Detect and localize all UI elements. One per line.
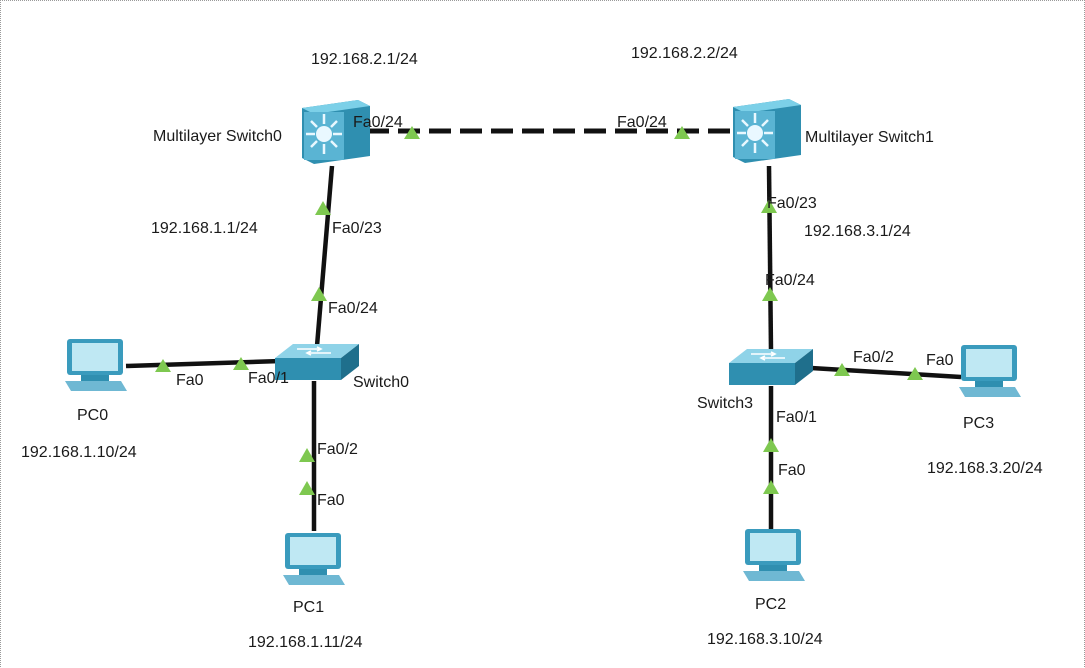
link-mls1-sw3[interactable] [766,165,774,352]
pc1-ip-label: 192.168.1.11/24 [248,634,363,651]
pc-icon [959,345,1021,397]
pc3-name-label: PC3 [963,415,995,432]
port-label-pc0-fa0: Fa0 [176,372,204,389]
port-indicator-sw3-fa02 [834,363,850,376]
port-indicator-pc1-fa0 [299,481,315,495]
mls0-name-label: Multilayer Switch0 [153,128,282,145]
pc-icon [65,339,127,391]
pc-icon [743,529,805,581]
link-sw0-pc0[interactable] [125,358,282,369]
multilayer-switch-icon [302,100,370,164]
mls1-ip-label: 192.168.2.2/24 [631,45,738,62]
pc2-ip-label: 192.168.3.10/24 [707,631,823,648]
pc2-device[interactable] [741,527,807,585]
pc0-device[interactable] [63,337,129,395]
port-indicator-mls0-fa023 [315,201,331,215]
port-indicator-sw3-fa01 [763,438,779,452]
pc2-name-label: PC2 [755,596,787,613]
pc1-name-label: PC1 [293,599,325,616]
link-mls0-sw0[interactable] [314,165,335,347]
mls1-name-label: Multilayer Switch1 [805,129,934,146]
port-label-pc3-fa0: Fa0 [926,352,954,369]
port-label-mls1-fa024: Fa0/24 [617,114,667,131]
port-label-sw0-fa02: Fa0/2 [317,441,358,458]
port-label-sw0-fa024: Fa0/24 [328,300,378,317]
pc0-ip-label: 192.168.1.10/24 [21,444,137,461]
port-label-pc1-fa0: Fa0 [317,492,345,509]
right-subnet-label: 192.168.3.1/24 [804,223,911,240]
pc3-ip-label: 192.168.3.20/24 [927,460,1043,477]
multilayer-switch0-device[interactable] [300,98,372,166]
pc-icon [283,533,345,585]
port-indicator-pc2-fa0 [763,480,779,494]
port-label-sw0-fa01: Fa0/1 [248,370,289,387]
switch-icon [729,349,813,385]
left-subnet-label: 192.168.1.1/24 [151,220,258,237]
port-indicator-sw0-fa02 [299,448,315,462]
switch0-device[interactable] [273,340,361,384]
multilayer-switch-icon [733,99,801,163]
pc3-device[interactable] [957,343,1023,401]
mls0-ip-label: 192.168.2.1/24 [311,51,418,68]
port-indicator-sw3-fa024 [762,287,778,301]
port-label-pc2-fa0: Fa0 [778,462,806,479]
port-indicator-mls1-fa024 [674,126,690,139]
port-label-mls1-fa023: Fa0/23 [767,195,817,212]
port-label-sw3-fa01: Fa0/1 [776,409,817,426]
port-indicator-sw0-fa01 [233,357,249,370]
port-label-mls0-fa023: Fa0/23 [332,220,382,237]
multilayer-switch1-device[interactable] [731,97,803,165]
port-label-sw3-fa024: Fa0/24 [765,272,815,289]
link-sw3-pc3[interactable] [810,365,962,380]
port-label-mls0-fa024: Fa0/24 [353,114,403,131]
sw3-name-label: Switch3 [697,395,754,412]
pc1-device[interactable] [281,531,347,589]
sw0-name-label: Switch0 [353,374,410,391]
port-indicator-pc0-fa0 [155,359,171,372]
switch3-device[interactable] [727,345,815,389]
port-label-sw3-fa02: Fa0/2 [853,349,894,366]
port-indicator-mls0-fa024 [404,126,420,139]
port-indicator-sw0-fa024 [311,287,327,301]
port-indicator-pc3-fa0 [907,367,923,380]
pc0-name-label: PC0 [77,407,109,424]
port-indicator-mls1-fa023 [761,199,777,213]
switch-icon [275,344,359,380]
